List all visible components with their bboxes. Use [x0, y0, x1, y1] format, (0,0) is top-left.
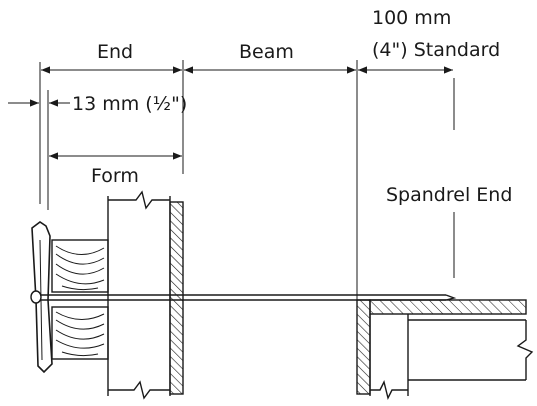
label-end: End: [97, 41, 133, 63]
label-beam: Beam: [239, 41, 294, 63]
label-4in-standard: (4") Standard: [372, 39, 500, 61]
dimension-arrows: [8, 66, 453, 160]
extension-lines: [39, 60, 455, 300]
spandrel-slab: [369, 299, 534, 401]
tie-end-wedge: [30, 221, 53, 374]
tie-rod: [40, 294, 457, 301]
label-form: Form: [91, 165, 139, 187]
label-100mm: 100 mm: [372, 7, 451, 29]
form-sheathing: [169, 201, 184, 395]
label-13mm: 13 mm (½"): [72, 93, 187, 115]
beam-form-sheathing: [356, 299, 371, 395]
wood-block-lower: [51, 306, 109, 360]
wood-block-upper: [51, 239, 109, 293]
label-spandrel-end: Spandrel End: [386, 184, 512, 206]
